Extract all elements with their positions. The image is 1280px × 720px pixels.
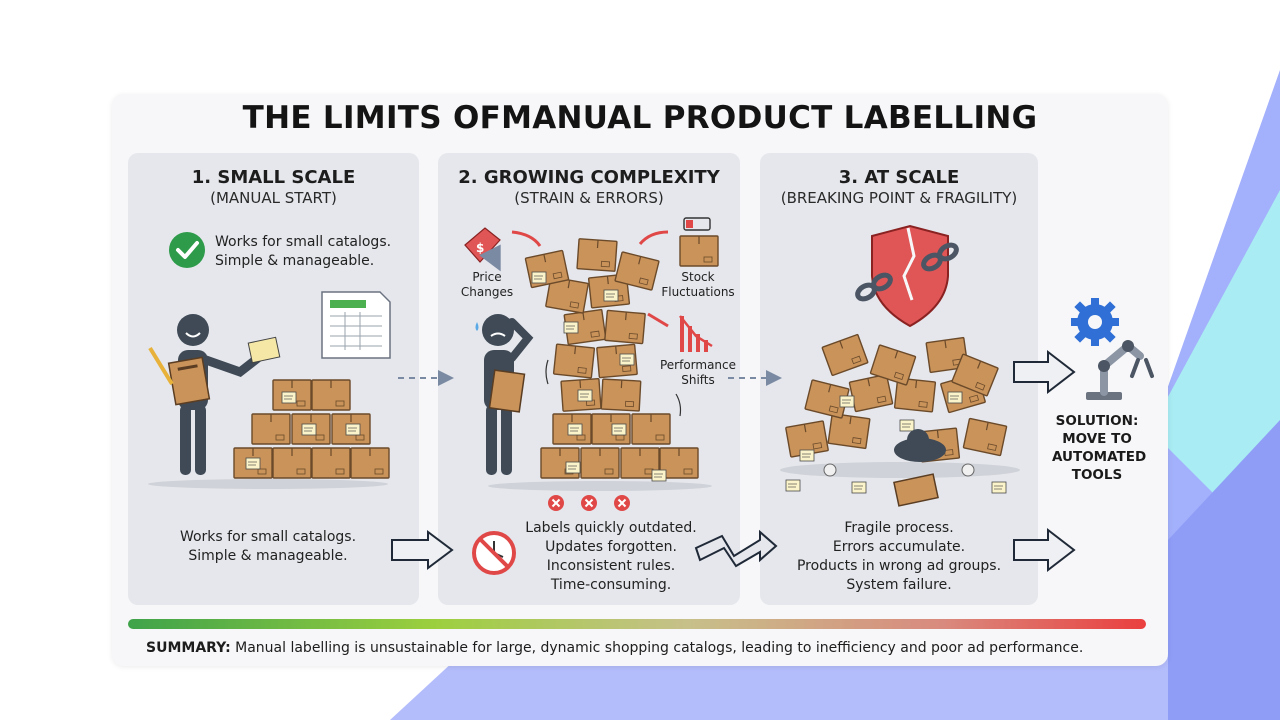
panel-heading: 1. SMALL SCALE	[191, 167, 356, 188]
bottom-text-3: Products in wrong ad groups.	[796, 558, 1002, 574]
label-perf-1: Performance	[659, 358, 737, 372]
bottom-text-1: Labels quickly outdated.	[525, 520, 697, 536]
page-title: THE LIMITS OFMANUAL PRODUCT LABELLING	[242, 100, 1038, 136]
bottom-text-1: Fragile process.	[844, 520, 954, 536]
solution-line-4: TOOLS	[1071, 467, 1123, 483]
panel-subheading: (BREAKING POINT & FRAGILITY)	[780, 189, 1018, 207]
bottom-text-3: Inconsistent rules.	[546, 558, 676, 574]
bottom-text-4: Time-consuming.	[550, 577, 672, 593]
panel-subheading: (STRAIN & ERRORS)	[514, 189, 664, 207]
check-text-2: Simple & manageable.	[215, 253, 375, 269]
bottom-text-2: Errors accumulate.	[832, 539, 966, 555]
bottom-text-2: Updates forgotten.	[545, 539, 677, 555]
panel-growing-complexity: 2. GROWING COMPLEXITY (STRAIN & ERRORS) …	[438, 153, 740, 605]
label-stock-1: Stock	[681, 270, 715, 284]
summary-label: SUMMARY:	[146, 640, 231, 656]
bottom-text-2: Simple & manageable.	[188, 548, 348, 564]
solution-line-2: MOVE TO	[1062, 431, 1132, 447]
solution-line-3: AUTOMATED	[1052, 449, 1147, 465]
panel-heading: 2. GROWING COMPLEXITY	[458, 167, 720, 188]
panel-small-scale: 1. SMALL SCALE (MANUAL START) Works for …	[128, 153, 419, 605]
summary-text: Manual labelling is unsustainable for la…	[230, 640, 1084, 656]
label-stock-2: Fluctuations	[661, 285, 735, 299]
panel-at-scale: 3. AT SCALE (BREAKING POINT & FRAGILITY)…	[760, 153, 1038, 605]
label-price-1: Price	[472, 270, 502, 284]
severity-gradient-bar	[128, 619, 1146, 629]
summary: SUMMARY: Manual labelling is unsustainab…	[146, 640, 1083, 656]
bottom-text-4: System failure.	[846, 577, 952, 593]
label-price-2: Changes	[460, 285, 514, 299]
panel-subheading: (MANUAL START)	[210, 189, 337, 207]
bottom-text-1: Works for small catalogs.	[179, 529, 357, 545]
solution-line-1: SOLUTION:	[1055, 413, 1139, 429]
check-text-1: Works for small catalogs.	[215, 234, 392, 250]
solution-text: SOLUTION: MOVE TO AUTOMATED TOOLS	[1052, 412, 1147, 484]
panel-heading: 3. AT SCALE	[838, 167, 960, 188]
label-perf-2: Shifts	[681, 373, 715, 387]
